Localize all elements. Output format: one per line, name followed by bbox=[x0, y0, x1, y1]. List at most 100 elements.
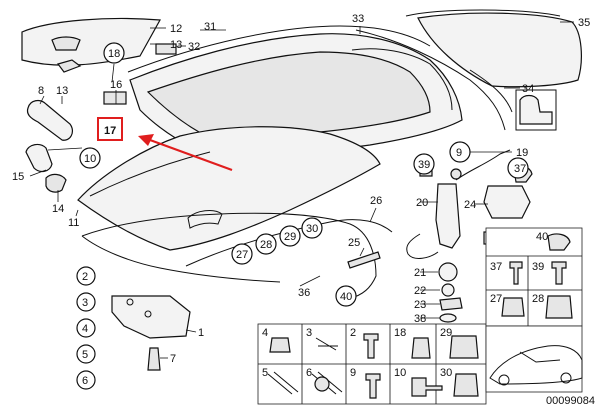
washer-5 bbox=[76, 344, 96, 364]
callout-35: 35 bbox=[578, 17, 590, 29]
washer-6 bbox=[76, 370, 96, 390]
callout-20: 20 bbox=[416, 197, 428, 209]
grid-label-27: 27 bbox=[490, 293, 502, 305]
callout-32: 32 bbox=[188, 41, 200, 53]
callout-23: 23 bbox=[414, 299, 426, 311]
callout-34: 34 bbox=[522, 83, 534, 95]
disc-38 bbox=[439, 313, 457, 323]
seal-rail bbox=[469, 69, 513, 113]
callout-19: 19 bbox=[516, 147, 528, 159]
grid-bracket-28 bbox=[545, 295, 573, 319]
callout-13: 13 bbox=[170, 39, 182, 51]
grid-part-40 bbox=[547, 233, 571, 251]
grid-label-28: 28 bbox=[532, 293, 544, 305]
leader-lines bbox=[29, 21, 574, 359]
grid-bolt-9 bbox=[365, 373, 381, 399]
washer-4 bbox=[76, 318, 96, 338]
clip-13 bbox=[51, 36, 81, 51]
roof-edge-strip bbox=[127, 25, 431, 73]
rear-window-edge bbox=[405, 9, 561, 17]
washer-21 bbox=[438, 262, 458, 282]
mechanism-24 bbox=[483, 185, 531, 219]
callout-24: 24 bbox=[464, 199, 476, 211]
car-silhouette bbox=[489, 345, 583, 385]
callout-27: 27 bbox=[236, 249, 248, 261]
rod-25 bbox=[347, 251, 381, 269]
pin-7 bbox=[147, 347, 161, 371]
grid-clip-4 bbox=[269, 337, 291, 353]
grid-label-18: 18 bbox=[394, 327, 406, 339]
cover-panel-12 bbox=[21, 17, 161, 66]
grid-clip-3 bbox=[315, 337, 338, 351]
callout-10: 10 bbox=[84, 153, 96, 165]
washer-2 bbox=[76, 266, 96, 286]
grid-label-4: 4 bbox=[262, 327, 268, 339]
grid-label-30: 30 bbox=[440, 367, 452, 379]
callout-1: 1 bbox=[198, 327, 204, 339]
callout-15: 15 bbox=[12, 171, 24, 183]
highlight-arrow-line bbox=[149, 138, 233, 172]
convertible-frame bbox=[81, 212, 377, 299]
callout-7: 7 bbox=[170, 353, 176, 365]
grid-part-29 bbox=[449, 335, 479, 359]
grid-clip-18 bbox=[411, 337, 431, 359]
highlight-arrowhead bbox=[138, 134, 154, 146]
callout-22: 22 bbox=[414, 285, 426, 297]
callout-8: 8 bbox=[38, 85, 44, 97]
callout-14: 14 bbox=[52, 203, 64, 215]
callout-38: 38 bbox=[414, 313, 426, 325]
lock-mechanism-20 bbox=[435, 183, 461, 249]
circled-callouts bbox=[79, 42, 529, 307]
grid-screw-10 bbox=[411, 377, 443, 397]
washer-3 bbox=[76, 292, 96, 312]
grid-label-37: 37 bbox=[490, 261, 502, 273]
grid-nut-9 bbox=[314, 376, 330, 392]
callout-40: 40 bbox=[340, 291, 352, 303]
callout-28: 28 bbox=[260, 239, 272, 251]
grid-bolt-2 bbox=[363, 333, 379, 359]
grid-bolt-37 bbox=[509, 261, 523, 285]
callout-5: 5 bbox=[82, 349, 88, 361]
headliner-panel bbox=[77, 126, 381, 251]
hardtop-window-opening bbox=[351, 48, 453, 111]
callout-9: 9 bbox=[456, 147, 462, 159]
washer-22 bbox=[441, 283, 455, 297]
callout-2: 2 bbox=[82, 271, 88, 283]
callout-31: 31 bbox=[204, 21, 216, 33]
grid-label-10: 10 bbox=[394, 367, 406, 379]
grid-label-40: 40 bbox=[536, 231, 548, 243]
callout-16: 16 bbox=[110, 79, 122, 91]
cable-20-loop bbox=[406, 233, 439, 259]
callout-12: 12 bbox=[170, 23, 182, 35]
callout-29: 29 bbox=[284, 231, 296, 243]
side-trim-strip bbox=[355, 29, 506, 131]
callout-11: 11 bbox=[68, 217, 79, 229]
callout-26: 26 bbox=[370, 195, 382, 207]
grid-label-39: 39 bbox=[532, 261, 544, 273]
callout-21: 21 bbox=[414, 267, 426, 279]
callout-6: 6 bbox=[82, 375, 88, 387]
callout-25: 25 bbox=[348, 237, 360, 249]
grid-label-3: 3 bbox=[306, 327, 312, 339]
grid-part-30 bbox=[453, 373, 479, 397]
grid-label-2: 2 bbox=[350, 327, 356, 339]
callout-30: 30 bbox=[306, 223, 318, 235]
callout-17-highlighted: 17 bbox=[104, 125, 116, 137]
seal-profile-detail bbox=[519, 94, 553, 125]
callout-3: 3 bbox=[82, 297, 88, 309]
rear-window-panel bbox=[417, 12, 582, 88]
hinge-bracket-1 bbox=[111, 295, 191, 339]
clip-16 bbox=[103, 91, 127, 105]
diagram-code: 00099084 bbox=[546, 395, 595, 407]
bushing-15 bbox=[25, 143, 53, 173]
callout-33: 33 bbox=[352, 13, 364, 25]
grid-label-29: 29 bbox=[440, 327, 452, 339]
bolt-9 bbox=[450, 168, 462, 180]
callout-18: 18 bbox=[108, 48, 120, 60]
headliner-handle-recess bbox=[187, 210, 223, 229]
bracket-23 bbox=[439, 297, 463, 311]
callout-39: 39 bbox=[418, 159, 430, 171]
grid-label-9: 9 bbox=[350, 367, 356, 379]
grid-bolt-39 bbox=[551, 261, 567, 285]
